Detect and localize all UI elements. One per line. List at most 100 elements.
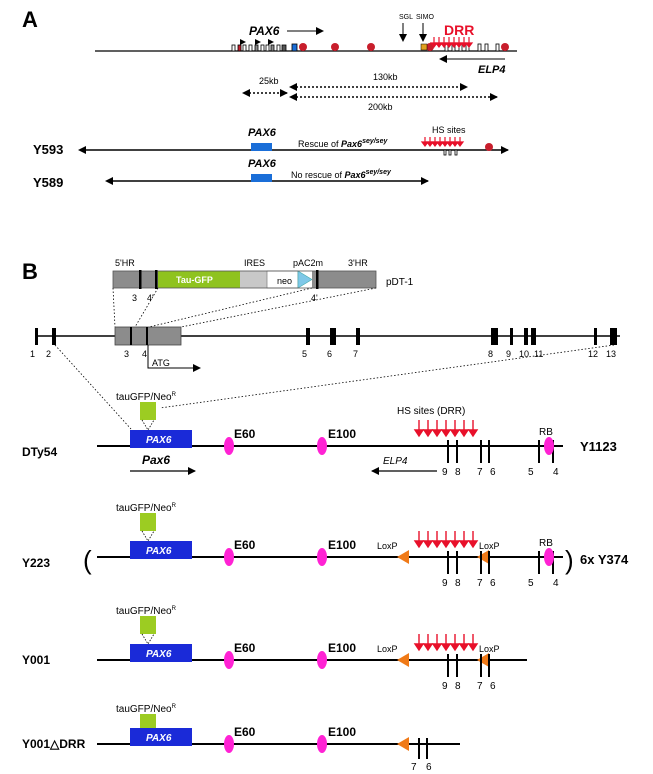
ex6-label: 6 <box>490 467 496 478</box>
taugfp-box <box>140 714 156 732</box>
ex9-label: 9 <box>442 578 448 589</box>
e100-label: E100 <box>328 725 356 739</box>
dist-200kb: 200kb <box>368 102 393 112</box>
gene-ex13: 13 <box>606 349 616 359</box>
taugfp-neo-label: tauGFP/NeoR <box>116 704 177 715</box>
taugfp-neo-label: tauGFP/NeoR <box>116 503 177 514</box>
e60-label: E60 <box>234 427 256 441</box>
drr-label: DRR <box>444 22 474 38</box>
y374-label: 6x Y374 <box>580 552 629 567</box>
taugfp-neo-label: tauGFP/NeoR <box>116 392 177 403</box>
gene-ex7: 7 <box>353 349 358 359</box>
pax6-box-label: PAX6 <box>146 649 172 660</box>
rb-element <box>544 548 554 566</box>
pac2m-label: pAC2m <box>293 258 323 268</box>
pax6-box-label: PAX6 <box>146 435 172 446</box>
ex6-label: 6 <box>426 762 432 773</box>
loxp-left-label: LoxP <box>377 541 398 551</box>
panel-a-label: A <box>22 7 38 32</box>
rb-element <box>544 437 554 455</box>
e60-label: E60 <box>234 725 256 739</box>
norescue-sey: sey/sey <box>366 169 392 176</box>
neo-label: neo <box>277 276 292 286</box>
atg-label: ATG <box>152 358 170 368</box>
norescue-pax6: Pax6 <box>345 170 367 180</box>
norescue-prefix: No rescue of <box>291 170 345 180</box>
ex8-label: 8 <box>455 467 461 478</box>
atg-arrowhead <box>193 364 201 372</box>
ex5-label: 5 <box>528 578 534 589</box>
ex8-label: 8 <box>455 578 461 589</box>
rescue-pax6: Pax6 <box>341 139 363 149</box>
taugfp-connector <box>141 530 155 542</box>
vector-ex3: 3 <box>132 293 137 303</box>
atg-arrow <box>147 345 196 369</box>
dist-130kb: 130kb <box>373 72 398 82</box>
taugfp-neo-label: tauGFP/NeoR <box>116 606 177 617</box>
simo-label: SIMO <box>416 14 434 21</box>
hs-arrows <box>413 634 479 652</box>
ex7-label: 7 <box>477 681 483 692</box>
elp4-exons <box>447 551 554 574</box>
e100-label: E100 <box>328 641 356 655</box>
rescue-sey: sey/sey <box>362 138 388 145</box>
loxp-left <box>397 653 409 667</box>
taugfp-connector <box>141 633 155 645</box>
y593-hs-label: HS sites <box>432 125 466 135</box>
vector-ex4p: 4' <box>147 293 154 303</box>
e60-label: E60 <box>234 641 256 655</box>
enhancer-dots-a <box>299 43 509 51</box>
elp4-label-a: ELP4 <box>478 64 506 76</box>
panel-b-label: B <box>22 259 38 284</box>
gene-ex11: 11 <box>534 349 543 359</box>
ex4-label: 4 <box>553 467 559 478</box>
gene-ex8: 8 <box>488 349 493 359</box>
hr3-label: 3'HR <box>348 258 368 268</box>
ires-label: IRES <box>244 258 265 268</box>
construct-y223: tauGFP/NeoR PAX6 E60 E100 LoxP LoxP 9 8 … <box>22 503 629 589</box>
e100-label: E100 <box>328 538 356 552</box>
y1123-label: Y1123 <box>580 439 617 454</box>
hr5-label: 5'HR <box>115 258 135 268</box>
pax6-italic-label: Pax6 <box>142 453 170 467</box>
pax6-box <box>130 541 192 559</box>
dist-25kb: 25kb <box>259 76 279 86</box>
pax6-box <box>130 644 192 662</box>
y593-label: Y593 <box>33 142 63 157</box>
taugfp-box <box>140 513 156 531</box>
ex9-label: 9 <box>442 467 448 478</box>
y593-pax6-box <box>251 143 272 151</box>
drr-hs-arrows-a <box>429 37 474 48</box>
gene-ex1: 1 <box>30 349 35 359</box>
gene-exons <box>35 327 617 345</box>
loxp-right <box>477 550 489 564</box>
y589-norescue-text: No rescue of Pax6sey/sey <box>291 169 392 180</box>
pax6-exon-cluster <box>231 43 500 52</box>
gene-ex12: 12 <box>588 349 598 359</box>
ex6-label: 6 <box>490 681 496 692</box>
pax6-box-label: PAX6 <box>146 546 172 557</box>
gene-ex4: 4 <box>142 349 147 359</box>
ex6-label: 6 <box>490 578 496 589</box>
pax6-box-label: PAX6 <box>146 733 172 744</box>
e100-enhancer <box>317 651 327 669</box>
dty54-label: DTy54 <box>22 445 57 459</box>
gene-ex3: 3 <box>124 349 129 359</box>
e60-label: E60 <box>234 538 256 552</box>
gene-ex6: 6 <box>327 349 332 359</box>
ex7-label: 7 <box>411 762 417 773</box>
e100-enhancer <box>317 548 327 566</box>
loxp-left <box>397 550 409 564</box>
e100-enhancer <box>317 437 327 455</box>
pdt1-label: pDT-1 <box>386 277 414 288</box>
e60-enhancer <box>224 548 234 566</box>
ex7-label: 7 <box>477 467 483 478</box>
elp4-exons <box>418 738 428 759</box>
close-paren: ) <box>565 545 574 575</box>
taugfp-label: Tau-GFP <box>176 275 213 285</box>
hs-arrows <box>413 531 479 549</box>
loxp-right <box>477 653 489 667</box>
taugfp-box <box>140 616 156 634</box>
elp4-exons <box>447 654 490 677</box>
